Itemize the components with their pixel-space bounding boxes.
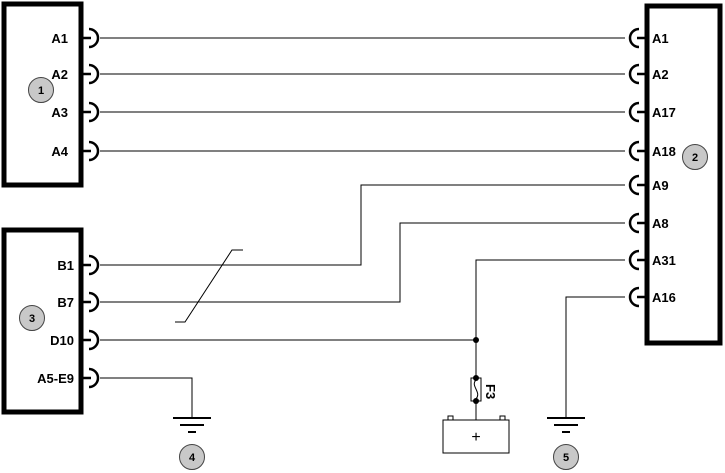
battery-symbol: + <box>471 429 480 446</box>
connector-icon <box>628 27 640 49</box>
callout-number: 5 <box>563 452 569 464</box>
junction-dot <box>473 337 479 343</box>
pin-label: A31 <box>652 253 676 268</box>
callout-circle <box>179 444 205 470</box>
component-3-box <box>1 227 84 415</box>
connector-icon <box>88 27 100 49</box>
wire-a31 <box>475 259 625 378</box>
connector-icon <box>628 174 640 196</box>
connector-icon <box>628 286 640 308</box>
battery-terminal <box>499 415 506 421</box>
pin-label: A1 <box>51 31 68 46</box>
connector-icon <box>628 140 640 162</box>
pin-label: A4 <box>51 144 68 159</box>
connector-icon <box>88 63 100 85</box>
battery-icon <box>442 419 510 454</box>
pin-label: A5-E9 <box>37 371 74 386</box>
connector-icon <box>628 212 640 234</box>
connector-icon <box>628 101 640 123</box>
pin-label: B7 <box>57 295 74 310</box>
pin-label: A18 <box>652 144 676 159</box>
component-1-box <box>1 1 84 188</box>
pin-label: A3 <box>51 105 68 120</box>
connector-icon <box>88 101 100 123</box>
pin-label: A16 <box>652 290 676 305</box>
component-2-box <box>644 3 723 346</box>
connector-icon <box>628 63 640 85</box>
pin-label: A8 <box>652 216 669 231</box>
fuse-terminal <box>473 375 479 381</box>
connector-icon <box>88 140 100 162</box>
pin-label: B1 <box>57 258 74 273</box>
twisted-pair-marker <box>175 249 243 323</box>
pin-label: A9 <box>652 178 669 193</box>
connector-icon <box>88 329 100 351</box>
pin-label: A2 <box>652 67 669 82</box>
wire-a16-ground <box>565 296 625 418</box>
callout-circle <box>28 77 54 103</box>
fuse-label: F3 <box>483 384 498 399</box>
pin-label: A1 <box>652 31 669 46</box>
connector-icon <box>88 367 100 389</box>
pin-label: A2 <box>51 67 68 82</box>
callout-number: 2 <box>692 152 698 164</box>
wire-a5e9-ground <box>100 377 193 418</box>
wire-b1-a9 <box>100 184 625 266</box>
pin-label: D10 <box>50 333 74 348</box>
callout-circle <box>19 305 45 331</box>
battery-terminal <box>447 415 454 421</box>
pin-label: A17 <box>652 105 676 120</box>
connector-icon <box>88 291 100 313</box>
callout-number: 3 <box>29 313 35 325</box>
callout-number: 1 <box>38 85 44 97</box>
wire-b7-a8 <box>100 222 625 303</box>
connector-icon <box>628 249 640 271</box>
callout-circle <box>553 444 579 470</box>
callout-circle <box>682 144 708 170</box>
callout-number: 4 <box>189 452 196 464</box>
connector-icon <box>88 254 100 276</box>
fuse-element <box>473 379 479 400</box>
